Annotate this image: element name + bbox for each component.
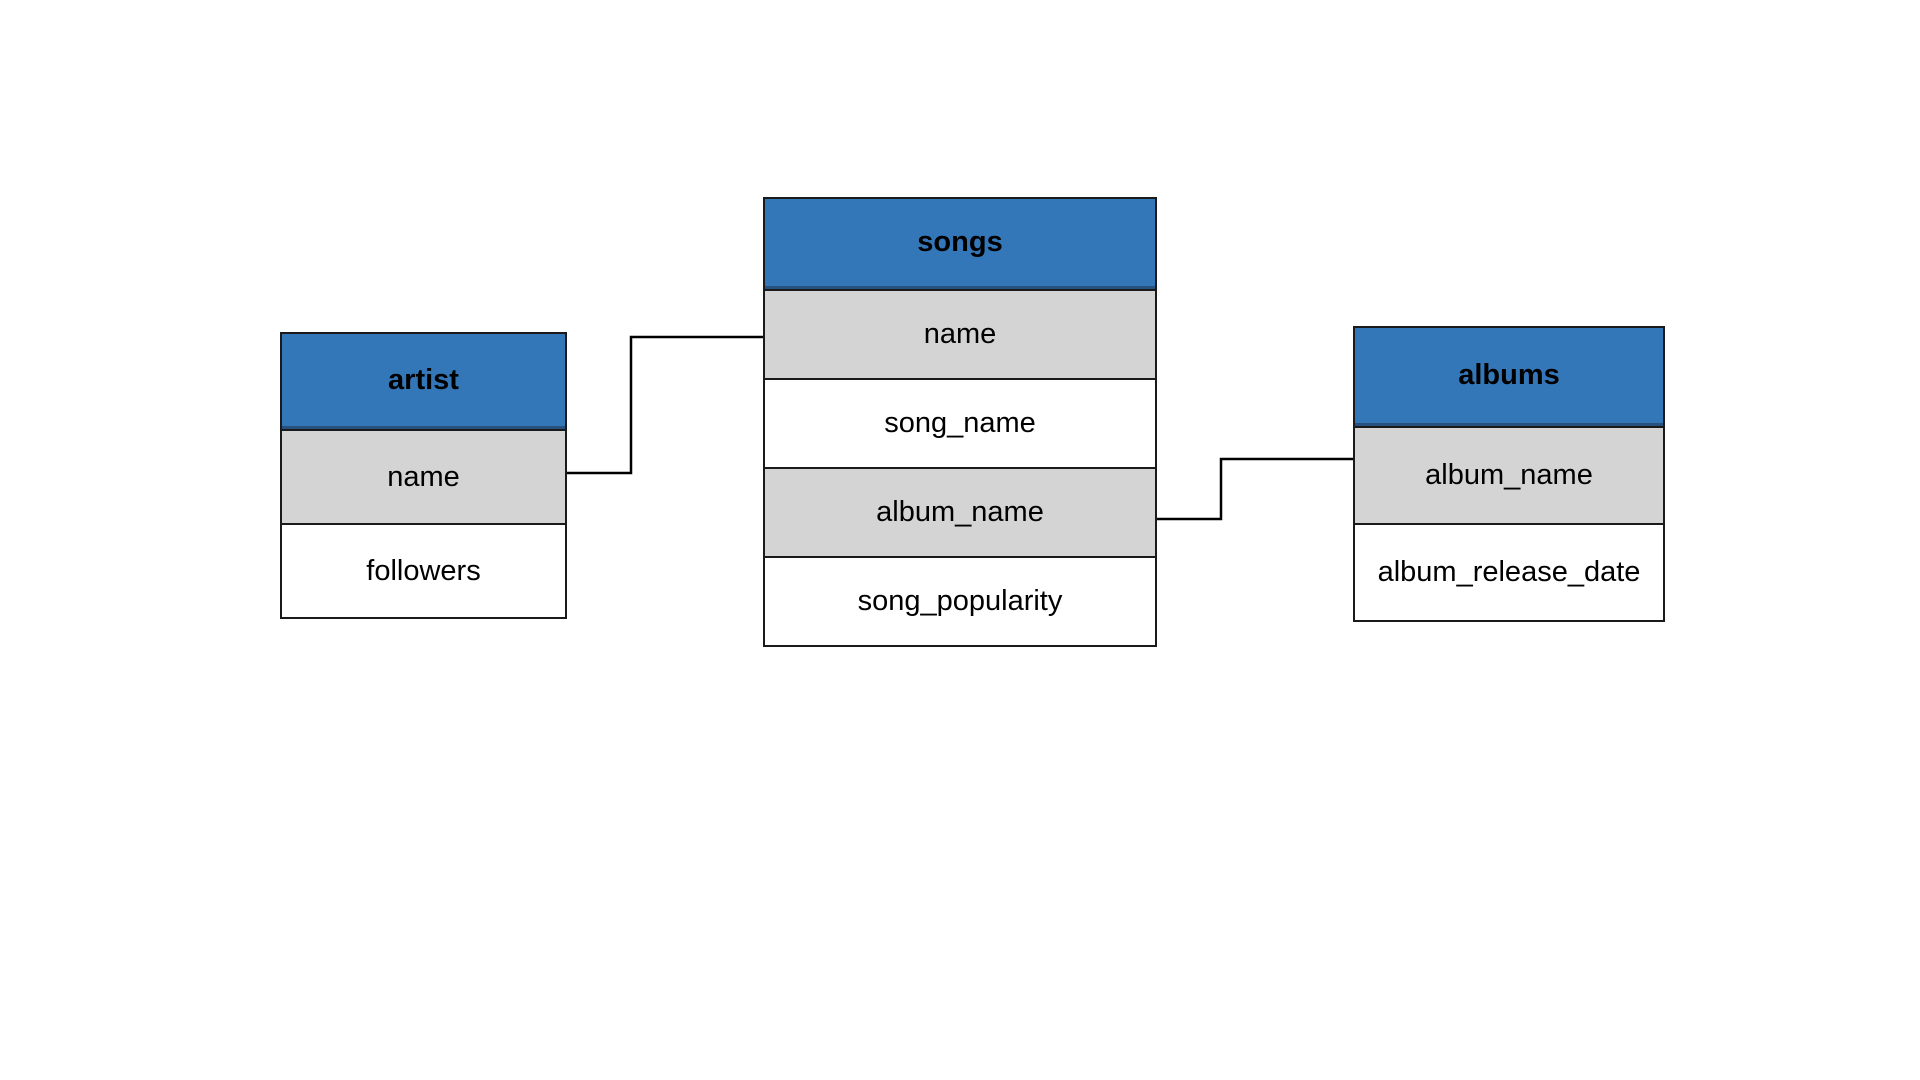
table-title: songs [917,226,1003,258]
field-label: followers [366,554,481,587]
field-row-songs-album-name[interactable]: album_name [765,467,1155,556]
table-node-albums[interactable]: albums album_name album_release_date [1353,326,1665,622]
field-label: song_popularity [857,585,1063,617]
field-label: name [923,318,997,350]
field-row-songs-song-popularity[interactable]: song_popularity [765,556,1155,645]
field-label: song_name [884,407,1036,439]
table-title: artist [388,363,459,396]
field-row-songs-name[interactable]: name [765,289,1155,378]
relationship-line-artist-name-to-songs-name[interactable] [567,335,763,475]
field-label: name [387,460,460,493]
table-header-albums[interactable]: albums [1355,328,1663,426]
field-row-artist-followers[interactable]: followers [282,523,565,617]
table-header-artist[interactable]: artist [282,334,565,429]
table-title: albums [1458,359,1560,391]
table-header-songs[interactable]: songs [765,199,1155,289]
table-node-artist[interactable]: artist name followers [280,332,567,619]
table-node-songs[interactable]: songs name song_name album_name song_pop… [763,197,1157,647]
field-row-albums-album-name[interactable]: album_name [1355,426,1663,523]
field-label: album_release_date [1377,556,1641,588]
field-row-songs-song-name[interactable]: song_name [765,378,1155,467]
relationship-line-songs-albumname-to-albums-albumname[interactable] [1157,457,1353,521]
field-label: album_name [876,496,1044,528]
field-row-albums-album-release-date[interactable]: album_release_date [1355,523,1663,620]
field-row-artist-name[interactable]: name [282,429,565,523]
field-label: album_name [1425,459,1593,491]
